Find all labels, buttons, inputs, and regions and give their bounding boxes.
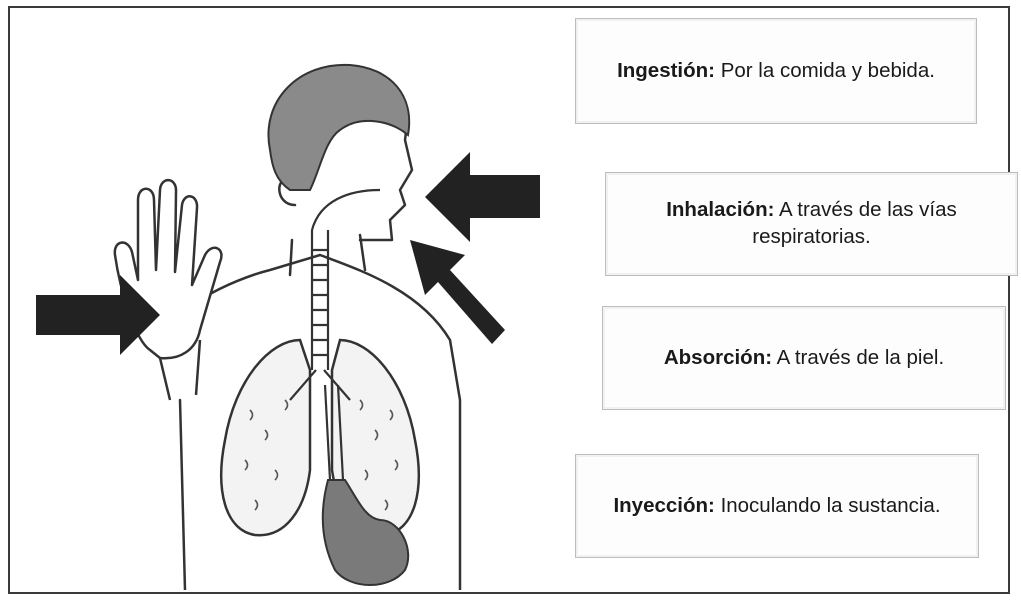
route-inhalacion-box: Inhalación: A través de las vías respira… [605, 172, 1018, 276]
route-term: Inhalación: [666, 198, 774, 221]
arrow-right-icon [410, 240, 505, 344]
hair-shape [268, 65, 409, 190]
route-term: Ingestión: [617, 59, 715, 82]
route-term: Inyección: [613, 494, 714, 517]
route-description: Por la comida y bebida. [721, 59, 935, 82]
route-absorcion-box: Absorción: A través de la piel. [602, 306, 1006, 410]
route-description: A través de las vías respiratorias. [752, 198, 957, 248]
route-term: Absorción: [664, 346, 772, 369]
arrow-right-icon [425, 152, 540, 242]
route-inyeccion-box: Inyección: Inoculando la sustancia. [575, 454, 979, 558]
route-description: Inoculando la sustancia. [721, 494, 941, 517]
human-body-illustration [20, 40, 560, 590]
route-ingestion-box: Ingestión: Por la comida y bebida. [575, 18, 977, 124]
left-lung [221, 340, 310, 535]
route-description: A través de la piel. [777, 346, 945, 369]
